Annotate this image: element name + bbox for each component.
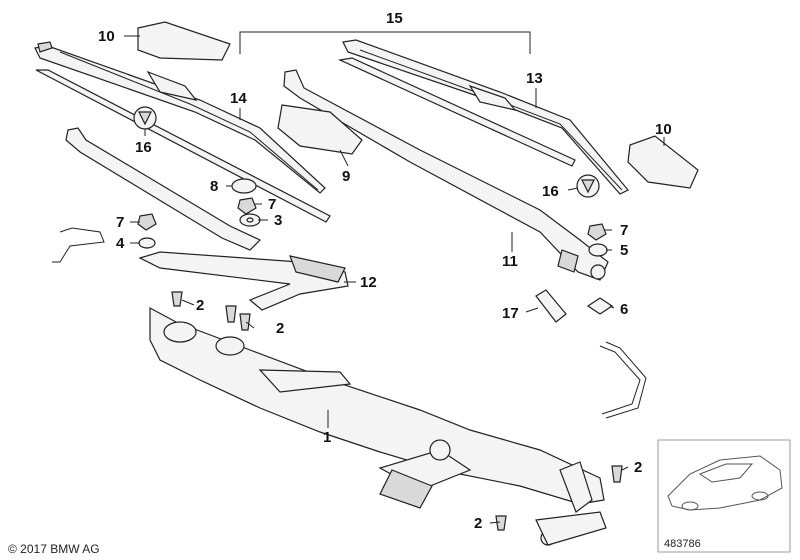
leader-lines xyxy=(124,35,665,524)
callout-2d: 2 xyxy=(474,515,482,532)
callout-7a: 7 xyxy=(116,214,124,231)
cover-cap-9 xyxy=(277,104,363,155)
callout-5: 5 xyxy=(620,242,628,259)
wiper-arm-right xyxy=(283,69,609,281)
nut-7-left xyxy=(137,213,157,231)
bolt-2-a xyxy=(171,291,183,307)
callout-17: 17 xyxy=(502,305,519,322)
bolt-2-c xyxy=(239,313,251,331)
wiper-linkage-frame-1 xyxy=(149,306,607,546)
cover-cap-10-right xyxy=(627,135,699,189)
callout-2a: 2 xyxy=(196,297,204,314)
callout-8: 8 xyxy=(210,178,218,195)
callout-6: 6 xyxy=(620,301,628,318)
callout-16a: 16 xyxy=(135,139,152,156)
callout-11: 11 xyxy=(502,253,518,270)
nut-7-right xyxy=(587,223,607,241)
washer-3 xyxy=(239,213,261,227)
vehicle-inset: 483786 xyxy=(657,439,791,553)
cover-cap-10-left xyxy=(137,21,231,61)
washer-5 xyxy=(588,243,608,257)
callout-9: 9 xyxy=(342,168,350,185)
inset-image-number: 483786 xyxy=(664,538,701,550)
callout-16b: 16 xyxy=(542,183,559,200)
bolt-2-d xyxy=(611,465,623,483)
callout-14: 14 xyxy=(230,90,247,107)
callout-15: 15 xyxy=(386,10,403,27)
callout-2b: 2 xyxy=(276,320,284,337)
group-bracket-15 xyxy=(239,31,531,54)
washer-4 xyxy=(138,237,156,249)
callout-3: 3 xyxy=(274,212,282,229)
bolt-2-b xyxy=(225,305,237,323)
callout-10b: 10 xyxy=(655,121,672,138)
copyright-notice: © 2017 BMW AG xyxy=(8,542,100,556)
callout-10a: 10 xyxy=(98,28,115,45)
seal-6 xyxy=(586,297,614,315)
linkage-12 xyxy=(138,251,349,311)
callout-4: 4 xyxy=(116,235,125,252)
nut-7-center xyxy=(237,197,257,215)
callout-2c: 2 xyxy=(634,459,642,476)
callout-labels: 1 2 2 2 2 3 4 5 6 7 7 7 8 9 10 10 11 12 … xyxy=(98,10,672,532)
clip-16-right xyxy=(576,174,600,198)
callout-1: 1 xyxy=(323,429,331,446)
wiper-blade-right xyxy=(337,39,629,195)
clip-16-left xyxy=(133,106,157,130)
bolt-2-e xyxy=(495,515,507,531)
wiper-arm-left xyxy=(65,127,262,251)
nozzle-17 xyxy=(535,289,567,323)
wiper-blade-left xyxy=(34,41,331,223)
callout-12: 12 xyxy=(360,274,377,291)
callout-7c: 7 xyxy=(620,222,628,239)
hose-left xyxy=(52,227,105,263)
hose-right xyxy=(599,341,647,419)
callout-7b: 7 xyxy=(268,196,276,213)
callout-13: 13 xyxy=(526,70,543,87)
cap-8 xyxy=(231,178,257,194)
